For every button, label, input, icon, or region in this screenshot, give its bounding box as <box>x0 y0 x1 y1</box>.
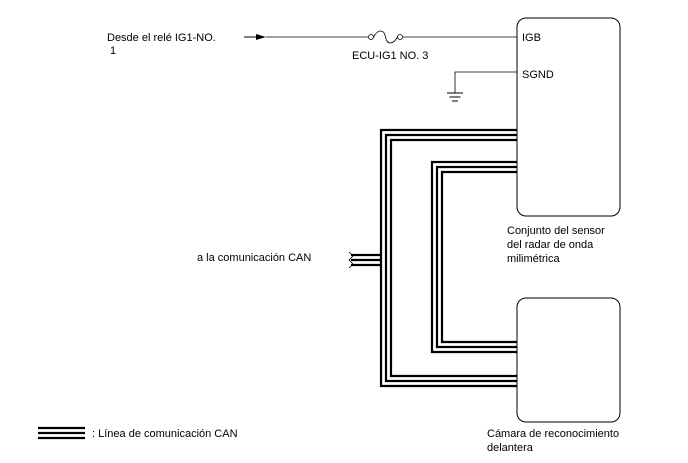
can-stub-end-mark <box>348 251 354 269</box>
legend-can-line-sample <box>38 426 85 440</box>
pin-sgnd-label: SGND <box>522 69 554 81</box>
pin-igb-label: IGB <box>522 32 541 44</box>
front-camera-name-line2: delantera <box>487 442 534 454</box>
ground-icon <box>447 92 463 102</box>
radar-sensor-name-line3: milimétrica <box>507 253 560 265</box>
front-camera-box <box>516 297 621 423</box>
radar-sensor-name-line2: del radar de onda <box>507 239 594 251</box>
can-bus-lines <box>351 128 517 388</box>
source-arrow <box>244 34 266 40</box>
ground-wire <box>454 71 517 93</box>
fuse-label: ECU-IG1 NO. 3 <box>352 50 428 62</box>
radar-sensor-name-line1: Conjunto del sensor <box>507 225 605 237</box>
source-label-line2: 1 <box>110 45 116 57</box>
legend-can-line-label: : Línea de comunicación CAN <box>92 428 238 440</box>
source-label-line1: Desde el relé IG1-NO. <box>107 32 216 44</box>
fuse-symbol <box>368 30 403 44</box>
can-label: a la comunicación CAN <box>197 252 311 264</box>
radar-sensor-box <box>516 17 621 217</box>
front-camera-name-line1: Cámara de reconocimiento <box>487 428 619 440</box>
